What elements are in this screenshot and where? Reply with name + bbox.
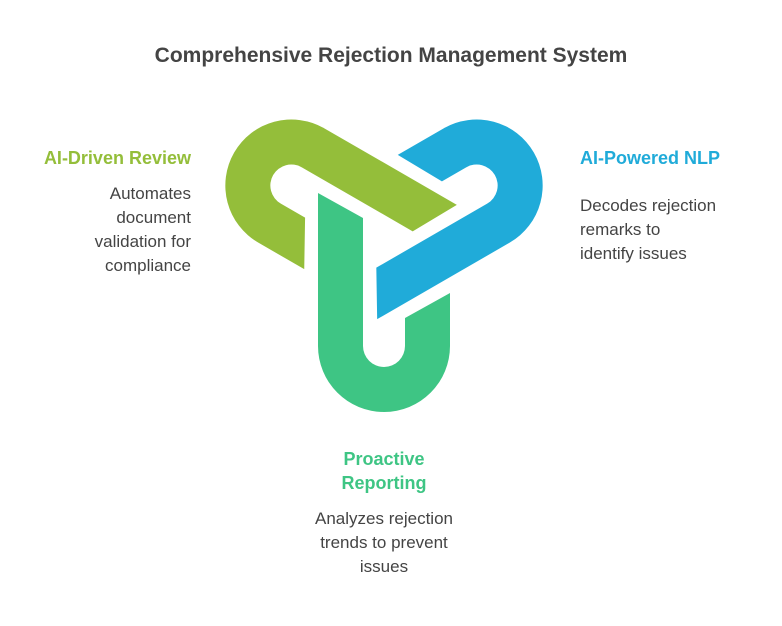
desc-line: validation for xyxy=(94,232,191,251)
desc-line: trends to prevent xyxy=(320,533,448,552)
desc-line: issues xyxy=(359,557,409,576)
diagram-title: Comprehensive Rejection Management Syste… xyxy=(154,44,628,67)
desc-line: document xyxy=(116,208,191,227)
heading-proactive-reporting: Proactive Reporting xyxy=(284,447,484,495)
heading-line: Proactive xyxy=(343,449,425,469)
heading-ai-driven-review: AI-Driven Review xyxy=(43,148,191,168)
desc-line: identify issues xyxy=(580,244,687,263)
desc-ai-driven-review: Automates document validation for compli… xyxy=(95,182,191,278)
desc-line: Decodes rejection xyxy=(580,196,717,215)
heading-ai-powered-nlp: AI-Powered NLP xyxy=(580,148,721,168)
desc-line: Automates xyxy=(109,184,191,203)
desc-proactive-reporting: Analyzes rejection trends to prevent iss… xyxy=(264,507,504,579)
heading-line: Reporting xyxy=(341,473,427,493)
desc-line: compliance xyxy=(105,256,191,275)
desc-line: remarks to xyxy=(580,220,661,239)
desc-line: Analyzes rejection xyxy=(315,509,453,528)
desc-ai-powered-nlp: Decodes rejection remarks to identify is… xyxy=(580,194,716,266)
